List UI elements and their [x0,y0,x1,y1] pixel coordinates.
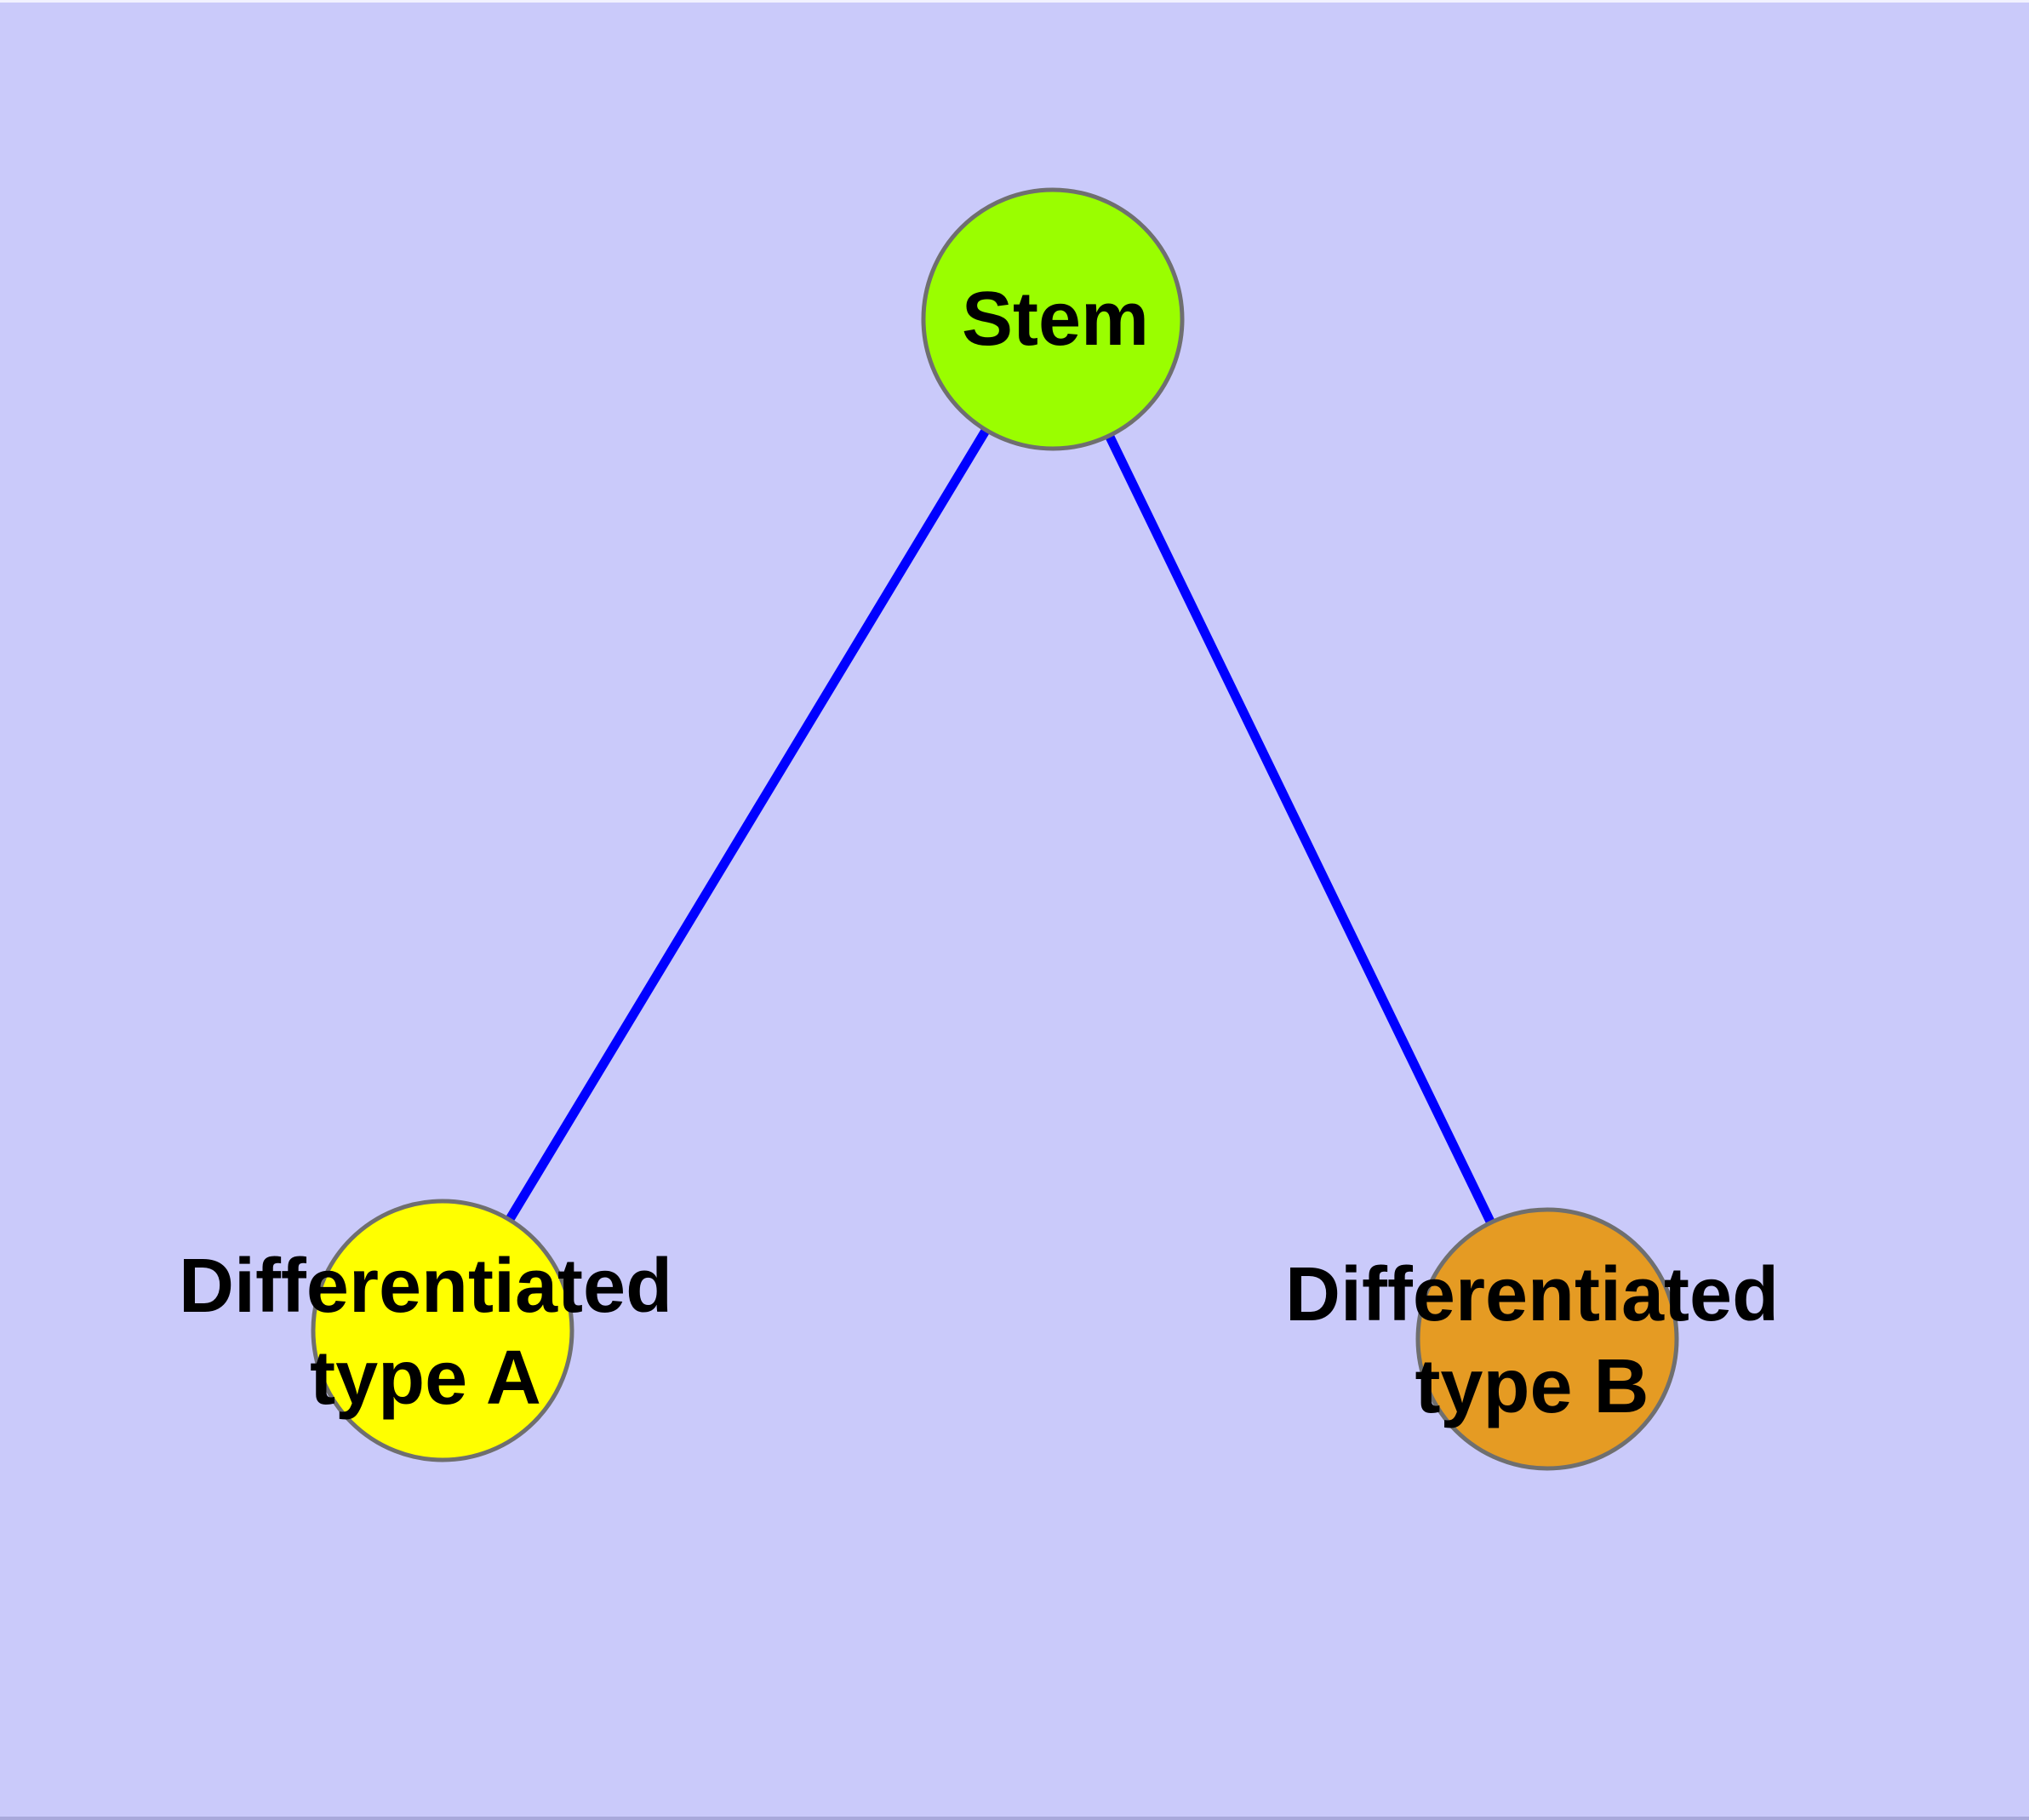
node-label-differentiated-type-b: Differentiated type B [1285,1249,1779,1433]
node-circle-differentiated-type-a [311,1199,574,1462]
node-label-line: type B [1415,1344,1649,1429]
canvas-top-border [0,0,2029,3]
node-circle-differentiated-type-b [1415,1207,1679,1471]
node-label-differentiated-type-a: Differentiated type A [179,1240,672,1424]
node-label-line: Stem [961,277,1150,362]
node-label-stem: Stem [962,273,1149,365]
edge-stem-to-type-b [1049,317,1552,1342]
node-label-line: Differentiated [1284,1252,1780,1337]
canvas-bottom-border [0,1817,2029,1820]
node-label-line: Differentiated [178,1244,673,1329]
edge-stem-to-type-a [438,317,1057,1333]
node-label-line: type A [310,1336,541,1421]
node-circle-stem [921,187,1185,451]
